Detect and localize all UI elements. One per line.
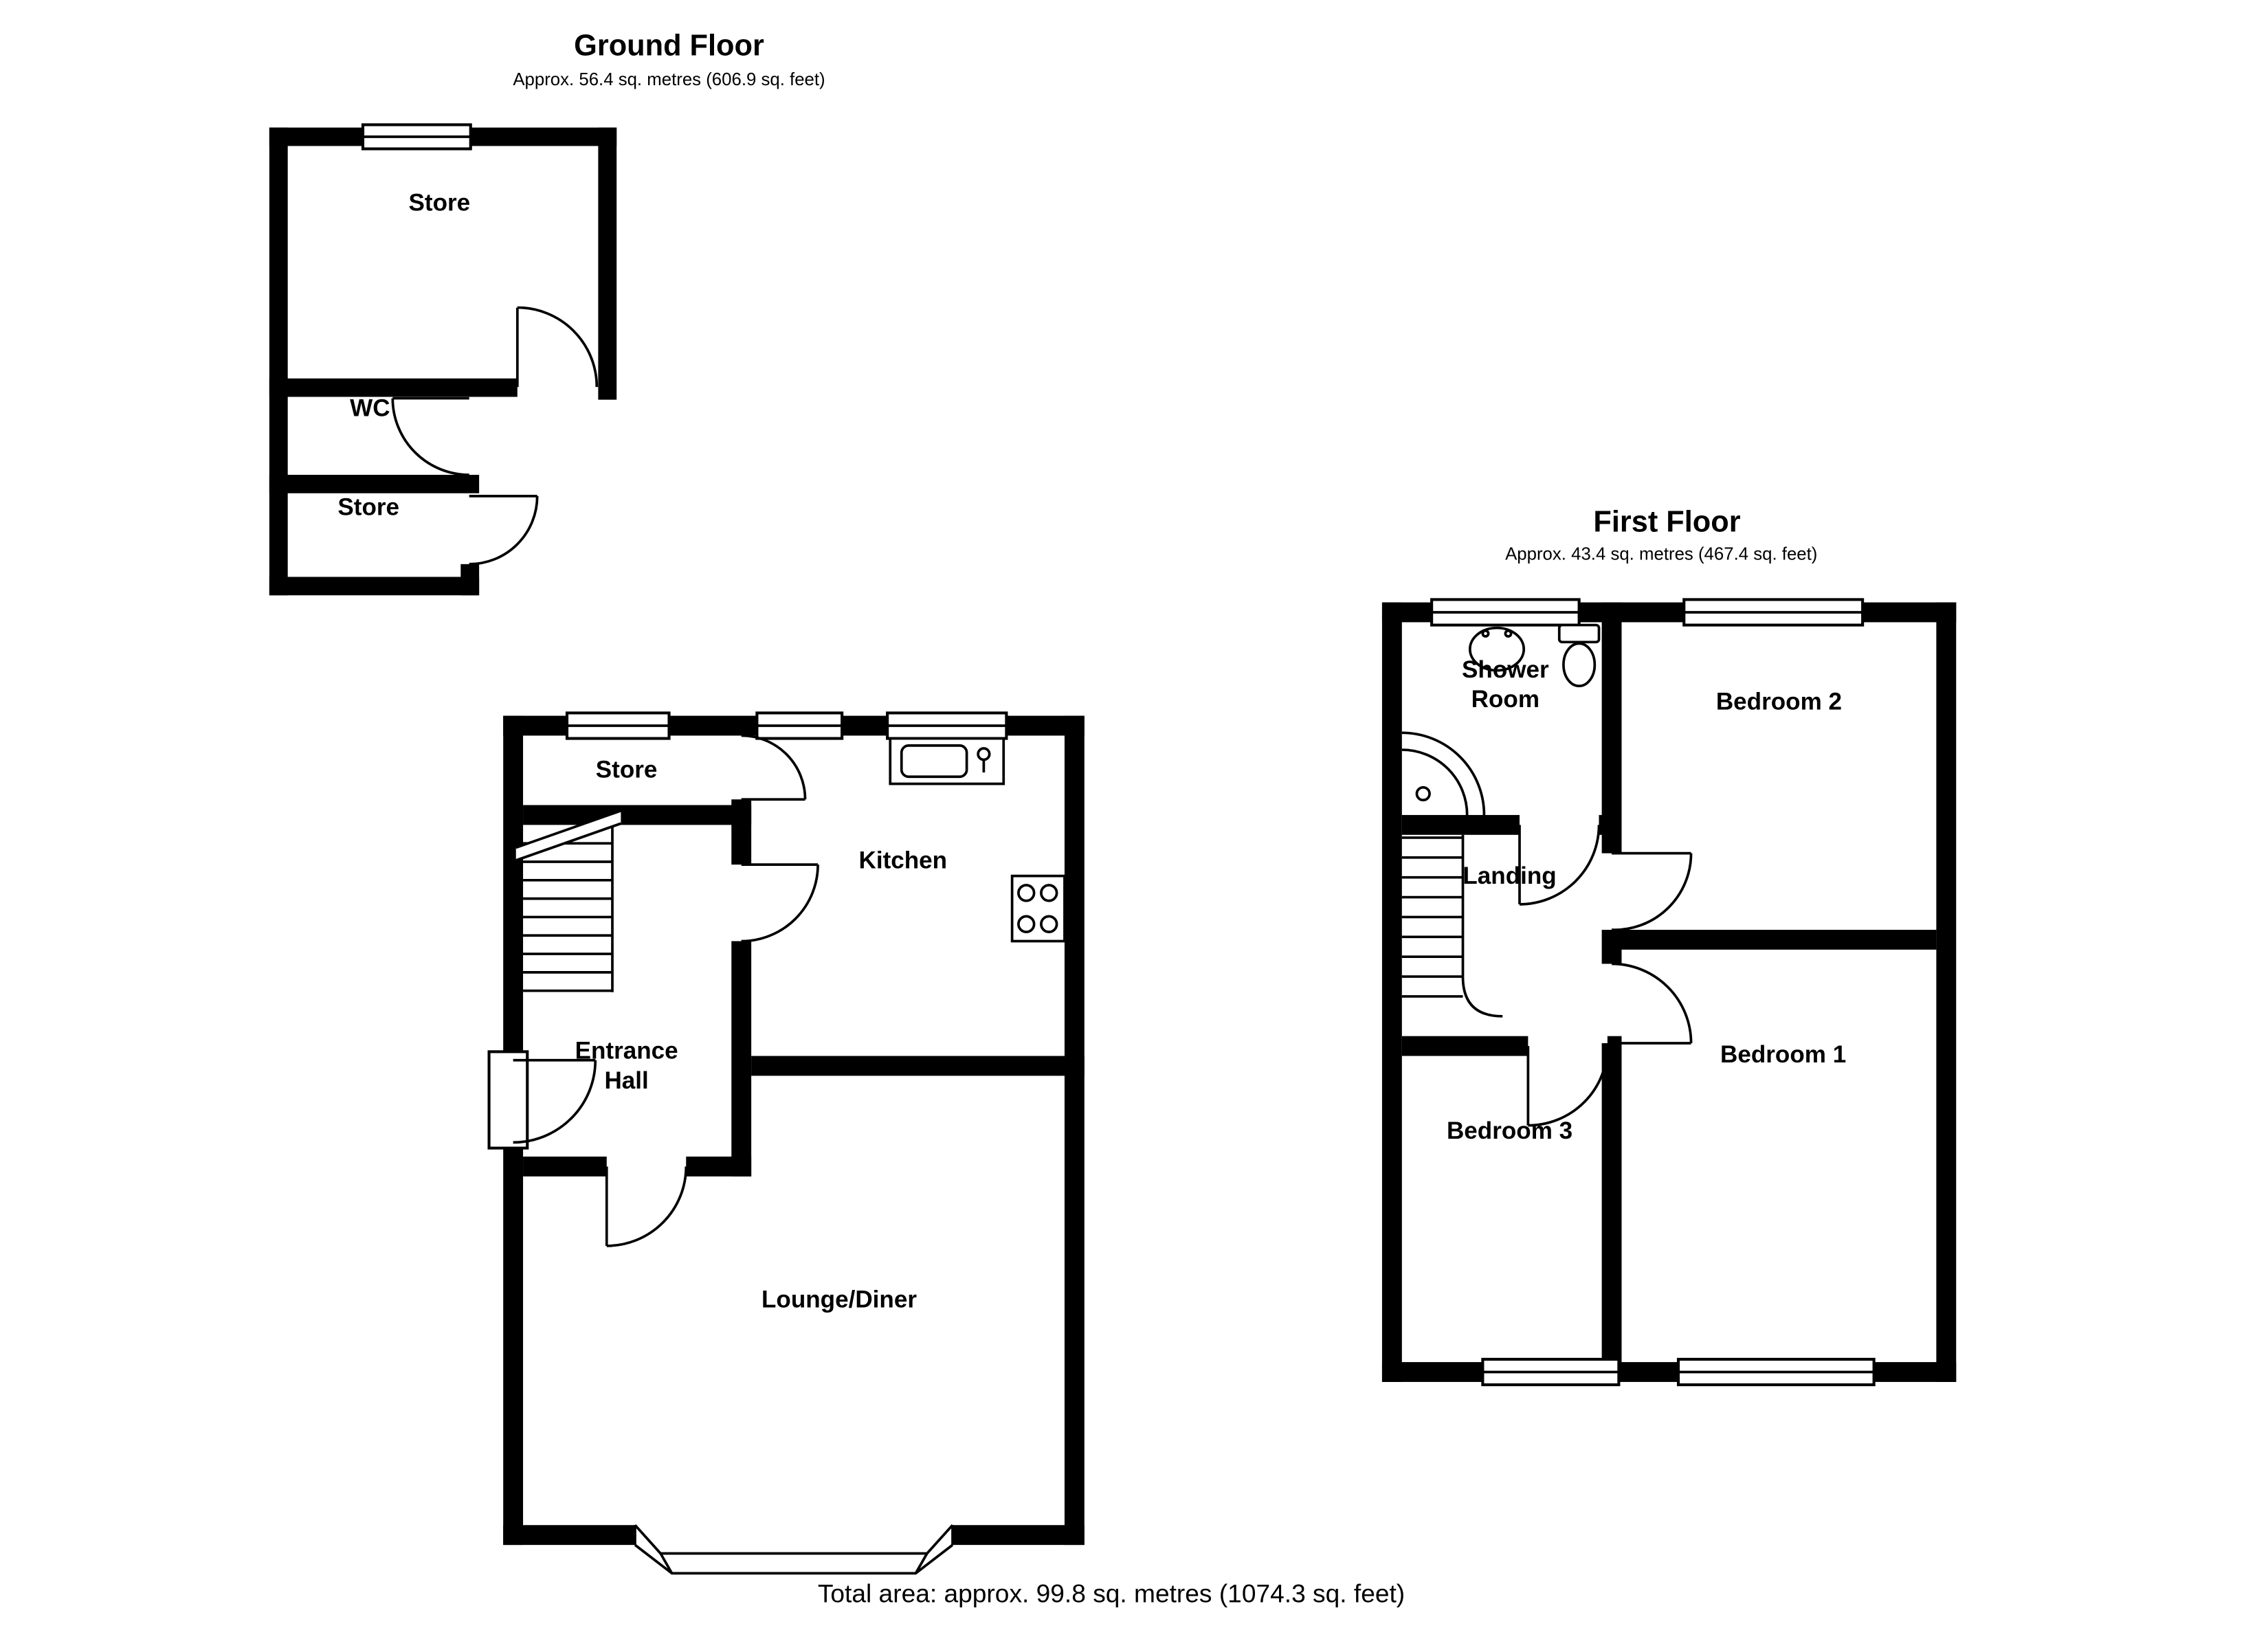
kitchen-sink (889, 737, 1005, 785)
staircase (1401, 834, 1503, 1018)
room-label-bedroom-3: Bedroom 3 (1446, 1117, 1573, 1145)
room-label-wc: WC (350, 394, 390, 422)
door-arc (741, 734, 807, 801)
first-floor-subtitle: Approx. 43.4 sq. metres (467.4 sq. feet) (1505, 544, 1818, 564)
toilet (1557, 623, 1601, 688)
room-label-bedroom-2: Bedroom 2 (1715, 688, 1843, 715)
shower-enclosure (1401, 731, 1486, 815)
door-arc (605, 1166, 688, 1247)
door-arc (741, 863, 819, 943)
ground-floor-title: Ground Floor (574, 30, 764, 63)
front-door (487, 1050, 597, 1150)
window (1430, 598, 1581, 627)
window (1676, 1357, 1876, 1387)
outbuilding-plan (269, 123, 617, 596)
room-label-bedroom-1: Bedroom 1 (1720, 1040, 1847, 1069)
room-label-shower-room: Shower Room (1462, 656, 1549, 713)
door-arc (1612, 962, 1693, 1045)
hob (1010, 874, 1066, 943)
ground-floor-plan (487, 711, 1085, 1575)
window (565, 711, 671, 740)
window (755, 711, 844, 740)
room-label-entrance-hall: Entrance Hall (575, 1037, 678, 1095)
bay-window (634, 1524, 954, 1575)
door-arc (1526, 1046, 1609, 1127)
window (886, 711, 1008, 740)
door-arc (391, 397, 469, 476)
room-label-store-main: Store (595, 756, 658, 783)
wash-basin (1468, 626, 1526, 672)
room-label-landing: Landing (1463, 862, 1557, 890)
total-area-text: Total area: approx. 99.8 sq. metres (107… (817, 1579, 1405, 1608)
first-floor-plan (1381, 598, 1957, 1387)
window (361, 123, 472, 150)
first-floor-title: First Floor (1593, 506, 1741, 539)
staircase (515, 809, 621, 992)
door-arc (1518, 825, 1601, 906)
door-arc (1611, 851, 1693, 931)
door-arc (469, 495, 539, 566)
room-label-store-outbuilding-top: Store (408, 189, 471, 216)
window (1682, 598, 1865, 627)
room-label-lounge-diner: Lounge/Diner (761, 1286, 917, 1313)
door-arc (515, 306, 599, 388)
room-label-kitchen: Kitchen (858, 847, 948, 874)
ground-floor-subtitle: Approx. 56.4 sq. metres (606.9 sq. feet) (513, 69, 825, 89)
room-label-store-outbuilding-bottom: Store (337, 493, 400, 521)
window (1481, 1357, 1621, 1387)
